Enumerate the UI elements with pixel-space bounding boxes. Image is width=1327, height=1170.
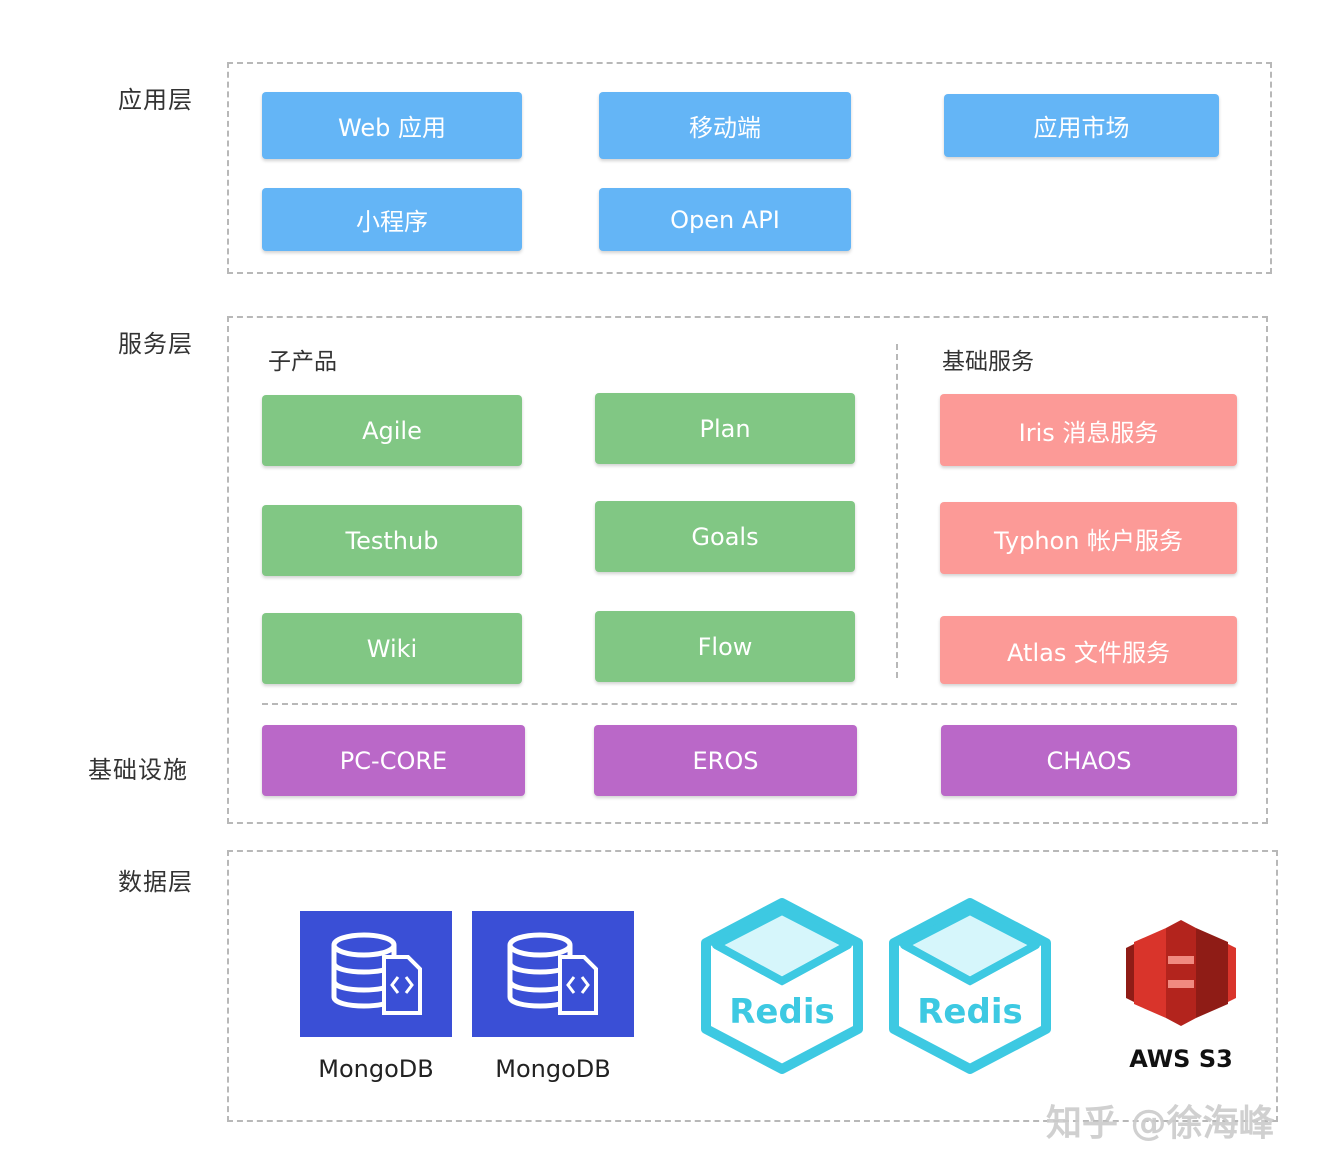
database-icon <box>472 911 634 1037</box>
data-layer-zone <box>227 850 1278 1122</box>
infra-divider <box>262 703 1237 705</box>
database-icon <box>300 911 452 1037</box>
app-layer-zone <box>227 62 1272 274</box>
app-layer-label: 应用层 <box>118 86 193 114</box>
service-divider <box>896 344 898 678</box>
mini-program-button[interactable]: 小程序 <box>262 188 522 251</box>
redis-text-1: Redis <box>729 992 834 1032</box>
mongodb-label-2: MongoDB <box>495 1055 611 1083</box>
open-api-button[interactable]: Open API <box>599 188 851 251</box>
pc-core-button[interactable]: PC-CORE <box>262 725 525 796</box>
eros-button[interactable]: EROS <box>594 725 857 796</box>
service-layer-label: 服务层 <box>118 330 193 358</box>
testhub-button[interactable]: Testhub <box>262 505 522 576</box>
sub-products-title: 子产品 <box>268 349 337 375</box>
aws-s3-label: AWS S3 <box>1129 1045 1233 1073</box>
chaos-button[interactable]: CHAOS <box>941 725 1237 796</box>
flow-button[interactable]: Flow <box>595 611 855 682</box>
plan-button[interactable]: Plan <box>595 393 855 464</box>
web-app-button[interactable]: Web 应用 <box>262 92 522 159</box>
redis-cube-icon: Redis <box>889 898 1051 1074</box>
mongodb-label-1: MongoDB <box>318 1055 434 1083</box>
base-services-title: 基础服务 <box>942 349 1034 375</box>
iris-service-button[interactable]: Iris 消息服务 <box>940 394 1237 466</box>
aws-s3-icon <box>1126 920 1236 1026</box>
app-market-button[interactable]: 应用市场 <box>944 94 1219 157</box>
data-layer-label: 数据层 <box>118 868 193 896</box>
typhon-service-button[interactable]: Typhon 帐户服务 <box>940 502 1237 574</box>
watermark: 知乎 @徐海峰 <box>1046 1103 1275 1144</box>
atlas-service-button[interactable]: Atlas 文件服务 <box>940 616 1237 684</box>
service-layer-zone <box>227 316 1268 824</box>
infra-layer-label: 基础设施 <box>88 756 188 784</box>
wiki-button[interactable]: Wiki <box>262 613 522 684</box>
redis-cube-icon: Redis <box>701 898 863 1074</box>
redis-text-2: Redis <box>917 992 1022 1032</box>
agile-button[interactable]: Agile <box>262 395 522 466</box>
goals-button[interactable]: Goals <box>595 501 855 572</box>
mobile-button[interactable]: 移动端 <box>599 92 851 159</box>
